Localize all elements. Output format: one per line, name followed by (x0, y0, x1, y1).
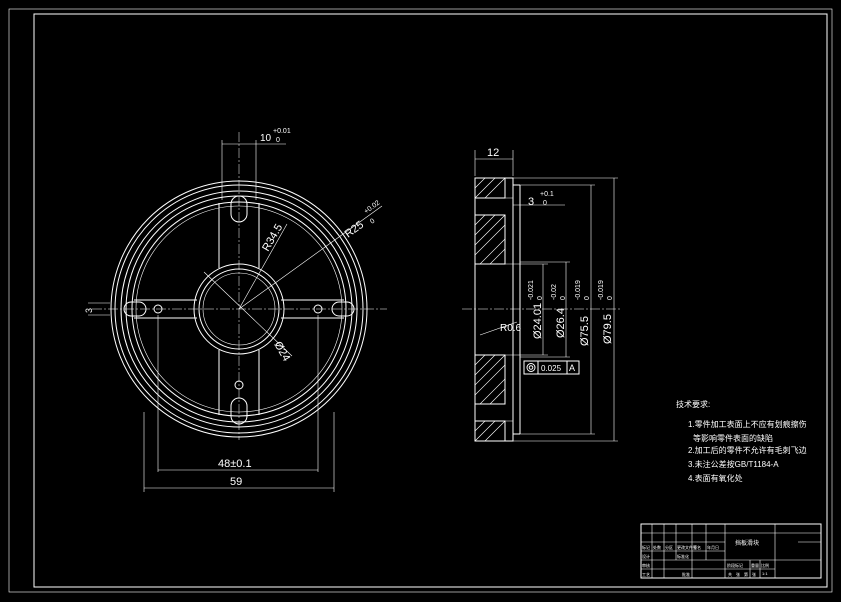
front-view: 10 +0.01 0 R34.5 R25 +0.02 0 Ø24 3 48±0.… (84, 128, 387, 492)
dim-r-inner-groove-lower: 0 (369, 218, 376, 226)
dim-slot-tol-lower: 0 (276, 137, 280, 144)
dim-overall-width: 59 (230, 476, 242, 488)
title-block: 挡板滑块 标记 处数 分区 更改文件号 签名 年月日 设计 标准化 审核 工艺 … (640, 523, 822, 579)
tb-cell: 设计 (642, 553, 650, 559)
tb-cell: 标准化 (677, 553, 689, 559)
dim-radius: R0.6 (500, 323, 522, 334)
mounting-holes (153, 304, 323, 390)
technical-notes: 技术要求: 1.零件加工表面上不应有划痕擦伤 等影响零件表面的缺陷 2.加工后的… (676, 399, 807, 483)
dim-slot-width: 10 (260, 133, 272, 144)
dim-d4-upper: -0.019 (598, 280, 605, 300)
dim-small-offset: 3 (84, 308, 94, 313)
tb-cell: 张 (736, 571, 740, 577)
dim-d2-upper: -0.02 (551, 284, 558, 300)
tb-cell: 标记 (642, 544, 650, 550)
dim-d4: Ø79.5 (602, 314, 614, 344)
tolerance-value: 0.025 (541, 364, 562, 373)
note-line-1: 1.零件加工表面上不应有划痕擦伤 (688, 419, 807, 429)
note-line-4: 3.未注公差按GB/T1184-A (688, 459, 779, 469)
dim-slot-tol-upper: +0.01 (273, 128, 291, 135)
part-name: 挡板滑块 (735, 539, 759, 547)
slots (123, 195, 355, 425)
tb-cell: 分区 (665, 544, 673, 550)
note-line-3: 2.加工后的零件不允许有毛刺飞边 (688, 445, 807, 455)
dim-d3: Ø75.5 (579, 316, 591, 346)
tb-cell: 更改文件号 (677, 544, 697, 550)
spokes (134, 203, 344, 415)
tb-cell: 第 (744, 571, 748, 577)
notes-title: 技术要求: (676, 399, 710, 409)
dim-r-inner-groove: R25 (343, 219, 366, 241)
dim-d1-upper: -0.021 (528, 280, 535, 300)
dim-d3-upper: -0.019 (575, 280, 582, 300)
tb-cell: 阶段标记 (727, 562, 743, 568)
dim-d1-lower: 0 (537, 296, 544, 300)
drawing-frame (33, 13, 828, 588)
dim-d4-lower: 0 (607, 296, 614, 300)
concentricity-icon (526, 363, 536, 372)
dim-d3-lower: 0 (584, 296, 591, 300)
tb-cell: 比例 (761, 562, 769, 568)
tb-cell: 张 (752, 571, 756, 577)
tb-cell: 工艺 (642, 572, 650, 577)
tb-cell: 处数 (653, 544, 661, 550)
tb-cell: 签名 (693, 544, 701, 550)
section-hatch (474, 177, 506, 442)
tb-cell: 批准 (682, 571, 690, 577)
tb-cell: 审核 (642, 562, 650, 568)
tb-cell: 年月日 (707, 544, 719, 550)
hub-bore (198, 268, 280, 350)
tb-cell: 共 (728, 571, 732, 577)
note-line-2: 等影响零件表面的缺陷 (693, 433, 773, 443)
outer-frame (8, 8, 833, 593)
dim-step: 3 (528, 196, 534, 208)
tb-cell: 重量 (751, 562, 759, 568)
side-view: 12 3 +0.1 0 R0.6 Ø24.01 -0.021 0 Ø26.4 -… (462, 147, 620, 442)
datum-letter: A (569, 363, 575, 373)
outer-rim (110, 180, 368, 438)
dim-r-outer-groove: R34.5 (260, 222, 285, 253)
dim-thickness: 12 (487, 147, 499, 159)
dim-step-upper: +0.1 (540, 191, 554, 198)
dim-hole-spacing: 48±0.1 (218, 458, 252, 470)
dim-d2: Ø26.4 (555, 308, 567, 338)
dim-d1: Ø24.01 (532, 303, 544, 339)
note-line-5: 4.表面有氧化处 (688, 473, 743, 483)
dim-step-lower: 0 (543, 200, 547, 207)
tb-cell: 1:1 (762, 571, 768, 576)
hub-outer (193, 263, 285, 355)
dim-d2-lower: 0 (560, 296, 567, 300)
geometric-tolerance-frame: 0.025 A (523, 360, 580, 375)
dim-hub-diameter: Ø24 (271, 340, 292, 364)
